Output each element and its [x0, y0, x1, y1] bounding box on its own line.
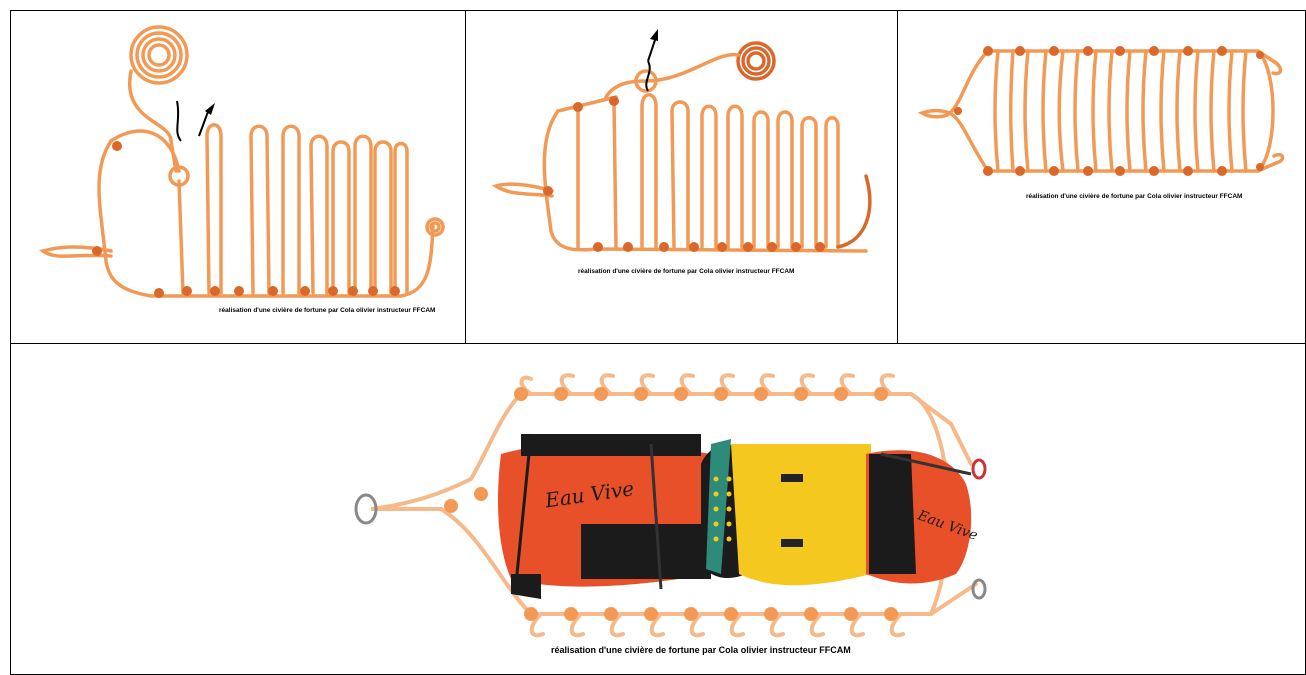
photo-grid: réalisation d'une civière de fortune par…	[10, 10, 1306, 675]
rope-step-3-illustration	[898, 11, 1306, 344]
photo-panel-3: réalisation d'une civière de fortune par…	[897, 10, 1306, 344]
panel-1-caption: réalisation d'une civière de fortune par…	[219, 307, 435, 314]
bag-left	[498, 434, 711, 599]
panel-2-caption: réalisation d'une civière de fortune par…	[578, 268, 794, 275]
stretcher-with-bags-photo: Eau Vive Eau Vive	[11, 344, 1306, 675]
panel-4-caption: réalisation d'une civière de fortune par…	[551, 645, 851, 655]
photo-panel-2: réalisation d'une civière de fortune par…	[465, 10, 898, 344]
bag-middle	[701, 439, 871, 585]
rope-step-2-illustration	[466, 11, 898, 344]
rope-step-1-illustration	[11, 11, 466, 344]
photo-panel-1: réalisation d'une civière de fortune par…	[10, 10, 466, 344]
panel-3-caption: réalisation d'une civière de fortune par…	[1026, 193, 1242, 200]
photo-panel-4: Eau Vive Eau Vive réalisation d'une civi…	[10, 343, 1306, 675]
